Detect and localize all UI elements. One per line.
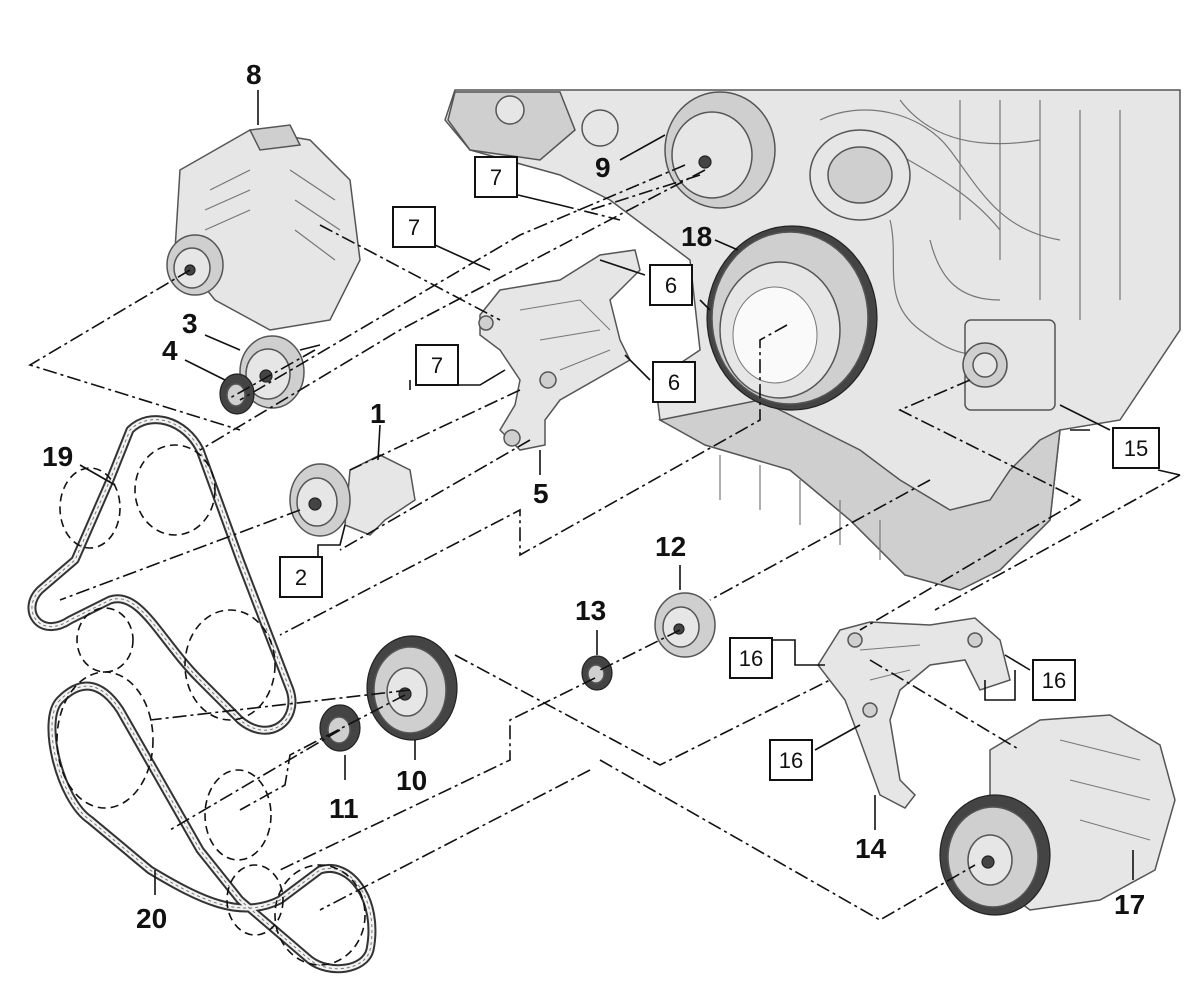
part-number-17: 17 xyxy=(1114,889,1145,920)
boxed-label-16-right: 16 xyxy=(1032,659,1076,701)
svg-text:16: 16 xyxy=(779,748,803,773)
alternator xyxy=(166,124,361,331)
part-number-12: 12 xyxy=(655,531,686,562)
boxed-labels: 7 7 7 6 6 2 15 16 xyxy=(279,156,1160,781)
svg-text:7: 7 xyxy=(490,165,502,190)
svg-text:6: 6 xyxy=(668,370,680,395)
svg-text:7: 7 xyxy=(431,353,443,378)
boxed-label-7-mid: 7 xyxy=(392,206,436,248)
part-number-14: 14 xyxy=(855,833,887,864)
ghost-pulleys xyxy=(56,444,366,966)
boxed-label-6-upper: 6 xyxy=(649,264,693,306)
part-number-9: 9 xyxy=(595,152,611,183)
svg-text:16: 16 xyxy=(1042,668,1066,693)
part-number-20: 20 xyxy=(136,903,167,934)
boxed-label-16-left: 16 xyxy=(729,637,773,679)
ribbed-belt-19 xyxy=(27,415,297,735)
dust-cap-11 xyxy=(319,704,361,752)
leader-lines xyxy=(79,90,1181,895)
svg-text:6: 6 xyxy=(665,273,677,298)
part-number-11: 11 xyxy=(329,793,359,824)
alternator-bracket xyxy=(478,249,641,451)
ac-compressor xyxy=(939,714,1176,916)
assembly-lines xyxy=(28,164,1181,921)
part-number-3: 3 xyxy=(182,308,198,339)
part-number-13: 13 xyxy=(575,595,606,626)
compressor-bracket xyxy=(817,617,1011,809)
svg-text:2: 2 xyxy=(295,565,307,590)
part-numbers: 8 9 18 3 4 1 5 19 12 13 11 10 14 17 20 xyxy=(42,59,1145,934)
svg-text:15: 15 xyxy=(1124,436,1148,461)
part-number-19: 19 xyxy=(42,441,73,472)
boxed-label-7-low: 7 xyxy=(415,344,459,386)
boxed-label-2: 2 xyxy=(279,556,323,598)
part-number-1: 1 xyxy=(370,398,386,429)
dust-cap-13 xyxy=(581,655,613,691)
water-pump-pulley xyxy=(664,91,776,209)
part-number-8: 8 xyxy=(246,59,262,90)
svg-text:16: 16 xyxy=(739,646,763,671)
boxed-label-6-lower: 6 xyxy=(652,361,696,403)
boxed-label-7-top: 7 xyxy=(474,156,518,198)
part-number-4: 4 xyxy=(162,335,178,366)
crankshaft-pulley xyxy=(706,225,878,411)
belt-tensioner-1 xyxy=(289,454,416,537)
idler-pulley-10 xyxy=(366,635,458,741)
part-number-18: 18 xyxy=(681,221,712,252)
svg-text:7: 7 xyxy=(408,215,420,240)
part-number-10: 10 xyxy=(396,765,427,796)
boxed-label-15: 15 xyxy=(1112,427,1160,469)
part-number-5: 5 xyxy=(533,478,549,509)
idler-pulley-12 xyxy=(654,592,716,658)
boxed-label-16-bottom: 16 xyxy=(769,739,813,781)
